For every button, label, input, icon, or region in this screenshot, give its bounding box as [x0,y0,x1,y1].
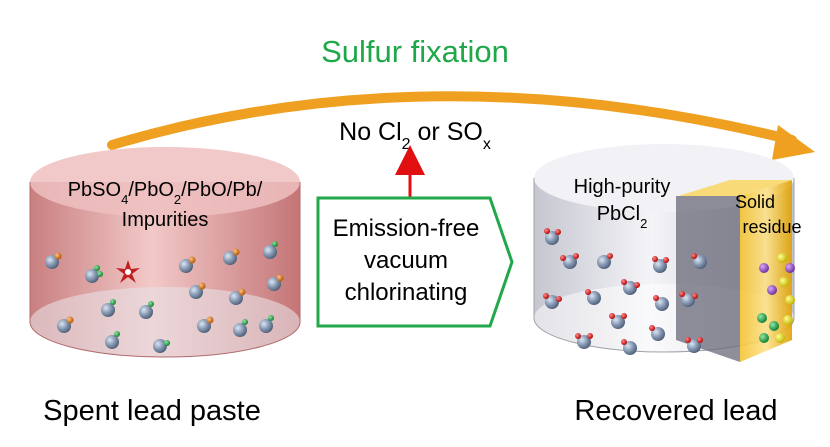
recovered-lead-vessel: High-purity PbCl2 Solid residue [533,144,802,362]
right-caption: Recovered lead [574,395,777,427]
product-line-2: PbCl2 [597,203,648,231]
emission-note: No Cl2 or SOx [339,118,491,153]
left-caption: Spent lead paste [43,395,261,427]
process-line-2: vacuum [364,247,448,274]
pbso4-molecules [45,241,284,353]
composition-line-2: Impurities [122,209,209,231]
sulfur-fixation-arc [107,91,815,160]
residue-particles [757,253,795,343]
product-line-1: High-purity [574,176,671,198]
impurity-star-icon [116,260,140,283]
pbcl2-molecules [543,228,707,355]
spent-paste-vessel: PbSO4/PbO2/PbO/Pb/ Impurities [29,147,301,358]
composition-line-1: PbSO4/PbO2/PbO/Pb/ [68,179,263,207]
process-line-1: Emission-free [333,215,480,242]
process-line-3: chlorinating [345,279,468,306]
residue-line-2: residue [742,217,801,237]
diagram-title: Sulfur fixation [321,34,509,69]
residue-line-1: Solid [735,192,775,212]
process-box: Emission-free vacuum chlorinating [316,196,514,328]
